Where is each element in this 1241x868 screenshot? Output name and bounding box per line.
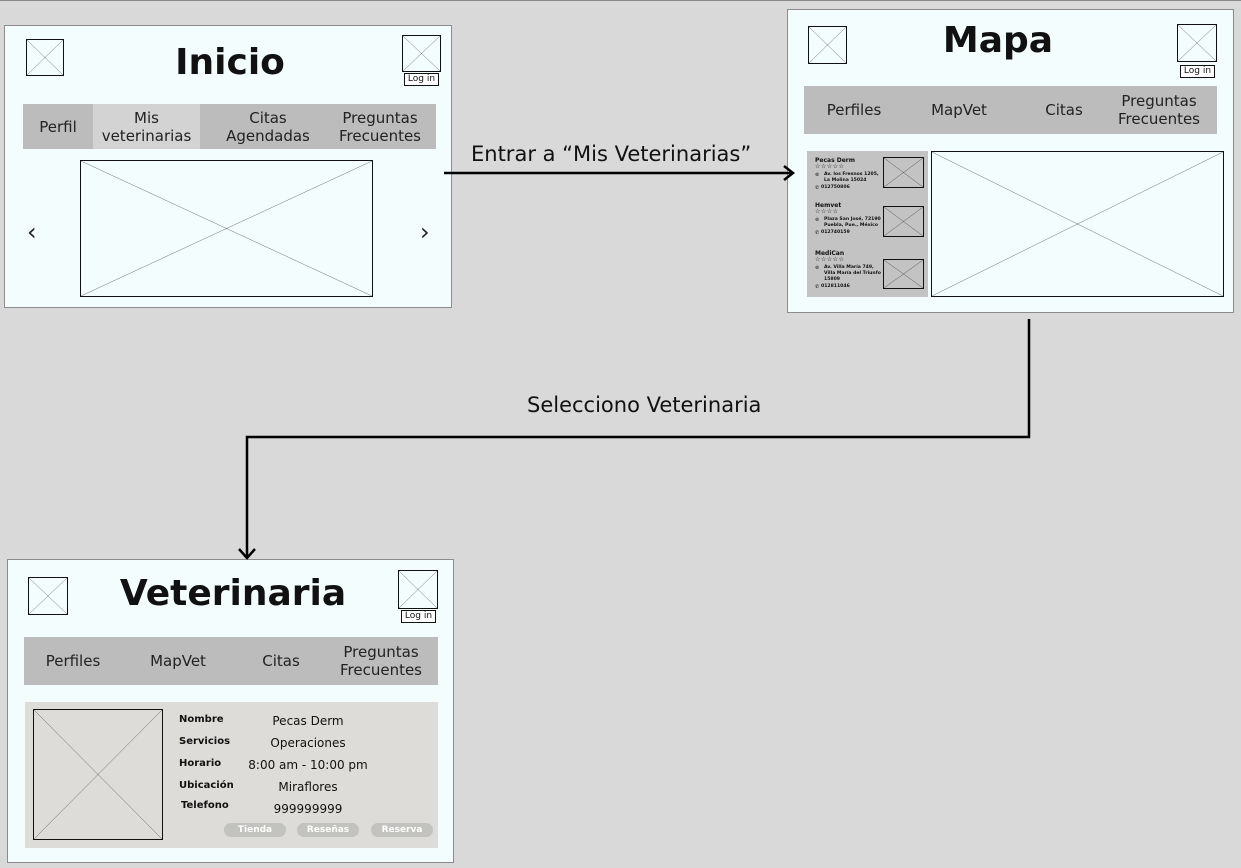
clinic-address: Av. los Fresnos 1205, — [824, 172, 879, 177]
rating-stars-icon: ☆☆☆☆☆ — [815, 163, 845, 170]
field-label-horario: Horario — [179, 758, 222, 769]
clinic-name: Pecas Derm — [815, 157, 855, 164]
reserva-button[interactable]: Reserva — [371, 823, 433, 837]
page-title: Veterinaria — [119, 573, 347, 614]
nav-bar: Perfiles MapVet Citas Preguntas Frecuent… — [24, 637, 438, 685]
flow-label-selecciono-veterinaria: Selecciono Veterinaria — [527, 393, 762, 417]
field-value-horario: 8:00 am - 10:00 pm — [248, 758, 368, 772]
field-label-ubicacion: Ubicación — [179, 780, 234, 791]
clinic-card[interactable]: MediCan ☆☆☆☆☆ ⊚ Av. Villa María 749, Vil… — [807, 247, 928, 297]
login-button[interactable]: Log in — [401, 610, 436, 623]
clinic-address: 15809 — [824, 277, 840, 282]
mapa-screen: Mapa Log in Perfiles MapVet Citas Pregun… — [787, 9, 1234, 313]
clinic-detail-panel: Nombre Pecas Derm Servicios Operaciones … — [25, 702, 438, 848]
nav-item-citas-agendadas[interactable]: Citas Agendadas — [226, 108, 310, 145]
tienda-button[interactable]: Tienda — [224, 823, 286, 837]
logo-placeholder-icon — [808, 26, 847, 64]
location-pin-icon: ⊚ — [815, 265, 820, 271]
logo-placeholder-icon — [28, 577, 68, 615]
logo-placeholder-icon — [26, 39, 64, 76]
clinic-list: Pecas Derm ☆☆☆☆☆ ⊚ Av. los Fresnos 1205,… — [807, 151, 928, 297]
login-button[interactable]: Log in — [404, 73, 439, 86]
page-title: Mapa — [942, 20, 1054, 61]
login-button[interactable]: Log in — [1180, 65, 1215, 78]
nav-item-citas[interactable]: Citas — [1045, 101, 1083, 119]
clinic-thumbnail — [883, 259, 924, 289]
location-pin-icon: ⊚ — [815, 172, 820, 178]
user-avatar-icon[interactable] — [1177, 24, 1217, 62]
rating-stars-icon: ☆☆☆☆☆ — [815, 256, 845, 263]
resenas-button[interactable]: Reseñas — [297, 823, 359, 837]
clinic-thumbnail — [883, 157, 924, 188]
nav-item-mapvet[interactable]: MapVet — [150, 652, 206, 670]
clinic-address: La Molina 15024 — [824, 178, 867, 183]
clinic-photo — [33, 709, 163, 840]
field-value-servicios: Operaciones — [270, 736, 346, 750]
clinic-phone: 012740159 — [821, 230, 850, 235]
clinic-name: MediCan — [815, 250, 845, 257]
nav-item-perfiles[interactable]: Perfiles — [45, 652, 101, 670]
clinic-name: Hemvet — [815, 202, 842, 209]
field-value-ubicacion: Miraflores — [278, 780, 338, 794]
clinic-address: Villa María del Triunfo — [824, 271, 881, 276]
nav-item-perfil[interactable]: Perfil — [39, 117, 77, 136]
nav-item-perfiles[interactable]: Perfiles — [826, 101, 882, 119]
phone-icon: ✆ — [815, 230, 820, 236]
clinic-card[interactable]: Hemvet ☆☆☆☆ ⊚ Plaza San José, 72190 Pueb… — [807, 199, 928, 247]
page-title: Inicio — [175, 42, 285, 83]
veterinaria-screen: Veterinaria Log in Perfiles MapVet Citas… — [7, 559, 454, 863]
nav-item-preguntas-frecuentes[interactable]: Preguntas Frecuentes — [339, 643, 423, 679]
user-avatar-icon[interactable] — [398, 570, 438, 609]
nav-item-citas[interactable]: Citas — [262, 652, 300, 670]
location-pin-icon: ⊚ — [815, 217, 820, 223]
clinic-address: Av. Villa María 749, — [824, 265, 874, 270]
clinic-card[interactable]: Pecas Derm ☆☆☆☆☆ ⊚ Av. los Fresnos 1205,… — [807, 151, 928, 199]
carousel-next-icon[interactable]: › — [420, 218, 430, 246]
map-placeholder[interactable] — [931, 151, 1224, 297]
field-value-nombre: Pecas Derm — [272, 714, 344, 728]
rating-stars-icon: ☆☆☆☆ — [815, 208, 839, 215]
carousel-image-placeholder — [80, 160, 373, 297]
field-label-servicios: Servicios — [179, 736, 231, 747]
inicio-screen: Inicio Log in Perfil Mis veterinarias Ci… — [4, 25, 452, 308]
nav-bar: Perfiles MapVet Citas Preguntas Frecuent… — [804, 86, 1217, 134]
field-value-telefono: 999999999 — [273, 802, 343, 816]
clinic-phone: 012750806 — [821, 185, 850, 190]
clinic-thumbnail — [883, 206, 924, 237]
carousel-prev-icon[interactable]: ‹ — [27, 218, 37, 246]
user-avatar-icon[interactable] — [402, 35, 441, 72]
phone-icon: ✆ — [815, 284, 820, 290]
arrow-mapa-to-veterinaria — [245, 319, 1031, 557]
field-label-telefono: Telefono — [181, 800, 229, 811]
clinic-address: Plaza San José, 72190 — [824, 217, 881, 222]
clinic-phone: 012811046 — [821, 284, 850, 289]
clinic-address: Puebla, Pue., México — [824, 223, 879, 228]
nav-item-preguntas-frecuentes[interactable]: Preguntas Frecuentes — [1117, 92, 1201, 128]
arrow-head-to-veterinaria-icon — [238, 548, 256, 560]
nav-bar: Perfil Mis veterinarias Citas Agendadas … — [23, 104, 436, 149]
nav-item-mapvet[interactable]: MapVet — [931, 101, 987, 119]
nav-item-mis-veterinarias[interactable]: Mis veterinarias — [93, 104, 200, 149]
field-label-nombre: Nombre — [179, 714, 224, 725]
flow-label-entrar-mis-veterinarias: Entrar a “Mis Veterinarias” — [471, 142, 752, 166]
phone-icon: ✆ — [815, 185, 820, 191]
nav-item-preguntas-frecuentes[interactable]: Preguntas Frecuentes — [338, 108, 422, 145]
